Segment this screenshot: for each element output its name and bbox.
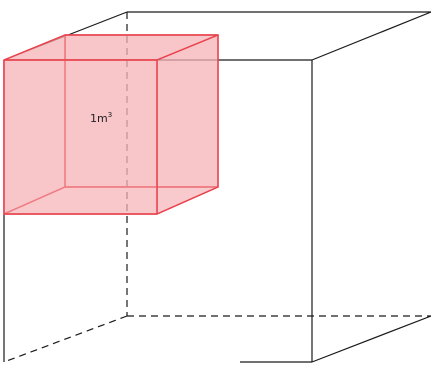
volume-label-value: 1m bbox=[90, 112, 108, 125]
large-cube-top-right-edge bbox=[311, 11, 431, 61]
large-cube-bottom-right-edge bbox=[311, 315, 431, 363]
unit-cube-volume-label: 1m3 bbox=[90, 111, 113, 125]
unit-cube-front-face bbox=[3, 59, 158, 215]
volume-label-exponent: 3 bbox=[107, 111, 113, 119]
large-cube-hidden-bottom-left-edge bbox=[3, 315, 128, 363]
unit-cube-right-face bbox=[156, 34, 219, 215]
unit-cube bbox=[3, 34, 219, 215]
